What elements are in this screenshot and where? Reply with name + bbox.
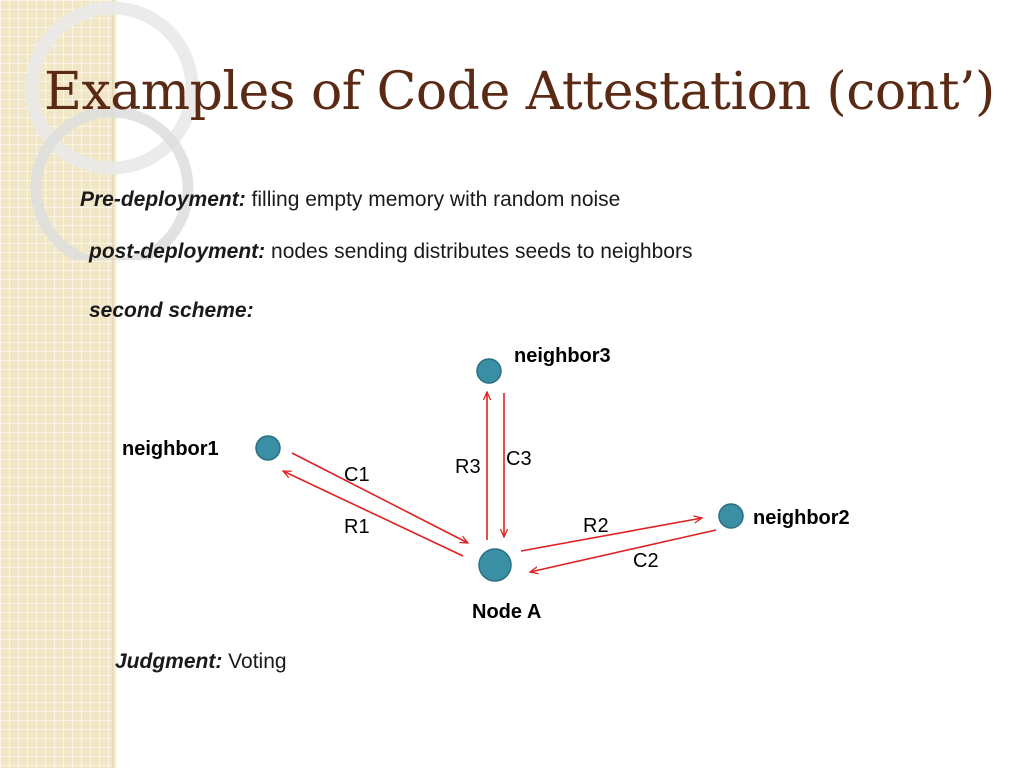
- arrow-r2: [520, 518, 702, 552]
- node-neighbor2: [718, 503, 744, 529]
- judgment-label: Judgment:: [115, 650, 223, 673]
- c3-label: C3: [506, 448, 532, 470]
- c1-label: C1: [344, 464, 370, 486]
- judgment-text: Voting: [228, 650, 287, 673]
- c2-label: C2: [633, 550, 659, 572]
- nodes: [255, 358, 744, 582]
- r2-label: R2: [583, 515, 609, 537]
- node-a: [478, 548, 512, 582]
- arrow-c2: [530, 529, 717, 572]
- edges: [283, 392, 717, 572]
- node-a-label: Node A: [472, 601, 541, 623]
- second-scheme-line: second scheme:: [89, 299, 254, 323]
- post-deployment-line: post-deployment: nodes sending distribut…: [89, 240, 692, 264]
- page-title: Examples of Code Attestation (cont’): [44, 62, 995, 122]
- r3-label: R3: [455, 456, 481, 478]
- node-neighbor3: [476, 358, 502, 384]
- post-deployment-text: nodes sending distributes seeds to neigh…: [271, 240, 693, 263]
- neighbor2-label: neighbor2: [753, 507, 850, 529]
- pre-deployment-text: filling empty memory with random noise: [251, 188, 621, 211]
- judgment-line: Judgment: Voting: [115, 650, 287, 674]
- decorative-rings: [25, 1, 199, 260]
- node-neighbor1: [255, 435, 281, 461]
- neighbor3-label: neighbor3: [514, 345, 611, 367]
- arrow-r1: [291, 452, 468, 544]
- side-pattern: [0, 0, 112, 768]
- neighbor1-label: neighbor1: [122, 438, 219, 460]
- second-scheme-label: second scheme:: [89, 299, 254, 322]
- pre-deployment-label: Pre-deployment:: [80, 188, 246, 211]
- pre-deployment-line: Pre-deployment: filling empty memory wit…: [80, 188, 620, 212]
- arrow-c1: [283, 470, 464, 557]
- post-deployment-label: post-deployment:: [89, 240, 266, 263]
- r1-label: R1: [344, 516, 370, 538]
- side-edge: [112, 0, 118, 768]
